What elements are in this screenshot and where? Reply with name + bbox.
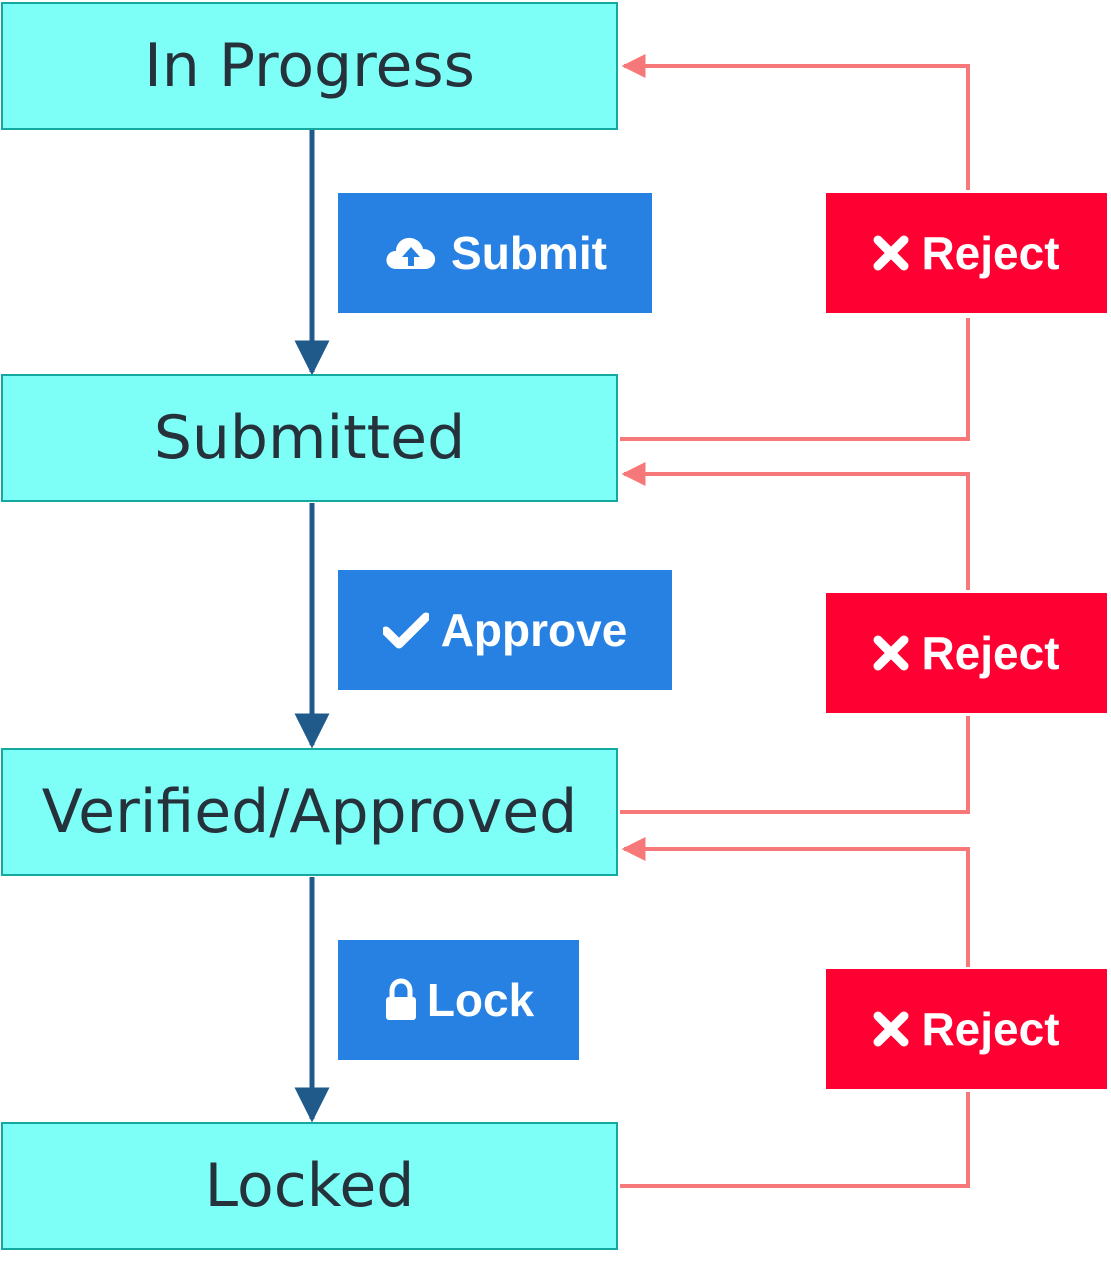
approve-button[interactable]: Approve <box>338 570 672 690</box>
reject-button[interactable]: Reject <box>826 193 1107 313</box>
reject-loop-1-return <box>621 54 970 190</box>
lock-icon <box>383 978 419 1022</box>
reject-loop-2-return <box>621 462 970 590</box>
state-label: In Progress <box>144 31 475 101</box>
cloud-upload-icon <box>383 233 439 273</box>
close-icon <box>873 235 909 271</box>
lock-button[interactable]: Lock <box>338 940 579 1060</box>
reject-loop-1 <box>620 318 970 441</box>
state-verified-approved: Verified/Approved <box>1 748 618 876</box>
reject-loop-3 <box>620 1092 970 1188</box>
checkmark-icon <box>382 611 429 649</box>
state-label: Submitted <box>153 403 466 473</box>
reject-label: Reject <box>921 627 1060 679</box>
reject-label: Reject <box>921 1003 1060 1055</box>
close-icon <box>873 1011 909 1047</box>
state-label: Locked <box>204 1151 415 1221</box>
state-label: Verified/Approved <box>41 777 578 847</box>
reject-button[interactable]: Reject <box>826 593 1107 713</box>
reject-loop-2 <box>620 716 970 814</box>
state-submitted: Submitted <box>1 374 618 502</box>
submit-button[interactable]: Submit <box>338 193 652 313</box>
submit-label: Submit <box>451 227 607 279</box>
state-in-progress: In Progress <box>1 2 618 130</box>
reject-button[interactable]: Reject <box>826 969 1107 1089</box>
reject-loop-3-return <box>621 837 970 967</box>
reject-label: Reject <box>921 227 1060 279</box>
close-icon <box>873 635 909 671</box>
state-locked: Locked <box>1 1122 618 1250</box>
approve-label: Approve <box>440 604 628 656</box>
lock-label: Lock <box>426 974 535 1026</box>
